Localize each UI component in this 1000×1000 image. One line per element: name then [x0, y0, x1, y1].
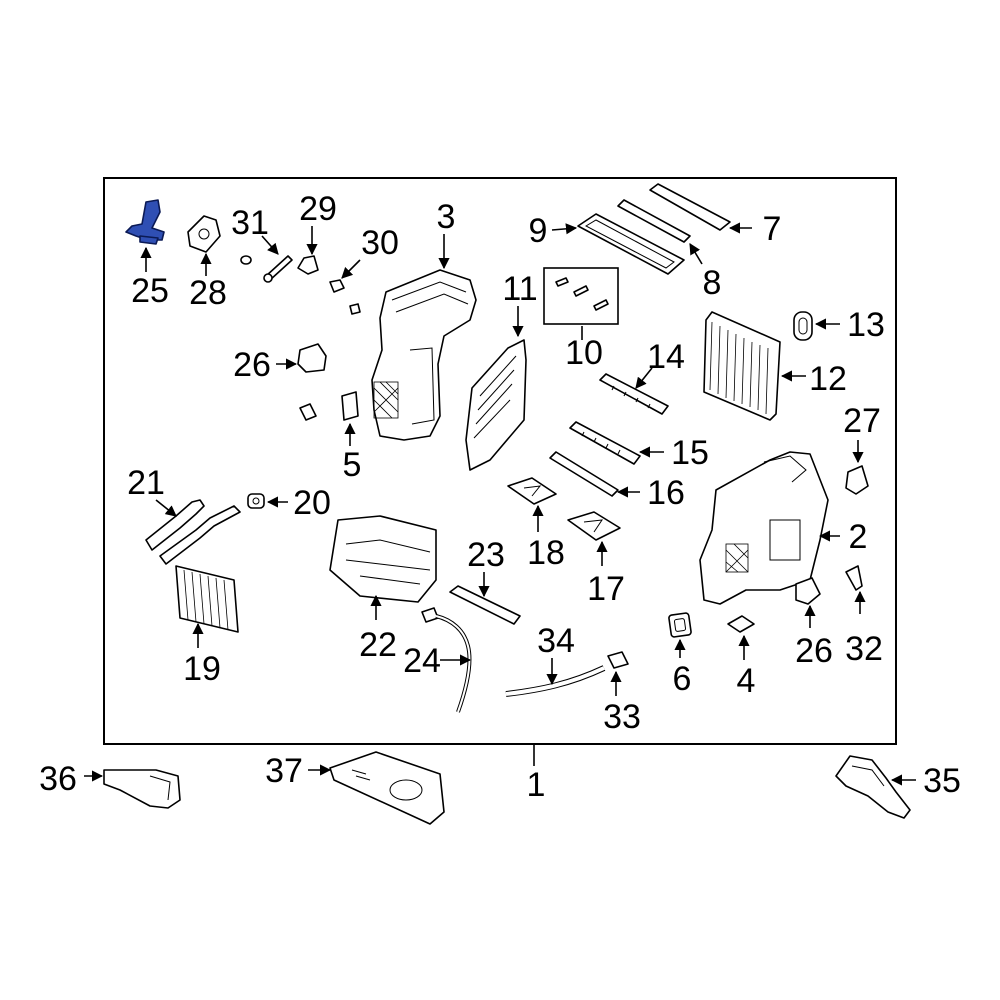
part-35[interactable] — [835, 755, 911, 819]
callout-19: 19 — [183, 650, 221, 688]
callout-35: 35 — [923, 762, 961, 800]
callout-10: 10 — [565, 334, 603, 372]
callout-32: 32 — [845, 630, 883, 668]
callout-29: 29 — [299, 190, 337, 228]
part-30[interactable] — [329, 279, 361, 315]
part-6[interactable] — [668, 612, 692, 638]
callout-31: 31 — [231, 204, 269, 242]
callout-26-lower: 26 — [795, 632, 833, 670]
part-29[interactable] — [297, 255, 319, 275]
part-8[interactable] — [617, 199, 691, 243]
callout-15: 15 — [671, 434, 709, 472]
callout-27: 27 — [843, 402, 881, 440]
callout-16: 16 — [647, 474, 685, 512]
part-9[interactable] — [577, 213, 685, 275]
assembly-frame — [103, 177, 897, 745]
callout-18: 18 — [527, 534, 565, 572]
part-20[interactable] — [247, 493, 265, 509]
callout-20: 20 — [293, 484, 331, 522]
part-26-upper[interactable] — [297, 343, 327, 373]
part-21[interactable] — [145, 499, 241, 565]
callout-12: 12 — [809, 360, 847, 398]
callout-13: 13 — [847, 306, 885, 344]
callout-8: 8 — [703, 264, 722, 302]
part-12[interactable] — [703, 311, 781, 421]
callout-34: 34 — [537, 622, 575, 660]
leader-8 — [689, 243, 703, 265]
callout-7: 7 — [763, 210, 782, 248]
part-27[interactable] — [845, 465, 869, 495]
callout-23: 23 — [467, 536, 505, 574]
leader-9 — [551, 223, 578, 235]
leader-14 — [635, 367, 653, 389]
callout-22: 22 — [359, 626, 397, 664]
part-3[interactable] — [371, 269, 477, 441]
callout-5: 5 — [343, 446, 362, 484]
part-2[interactable] — [699, 451, 829, 605]
callout-9: 9 — [529, 212, 548, 250]
callout-17: 17 — [587, 570, 625, 608]
callout-36: 36 — [39, 760, 77, 798]
part-28[interactable] — [187, 215, 221, 253]
callout-33: 33 — [603, 698, 641, 736]
part-11[interactable] — [465, 339, 527, 471]
callout-2: 2 — [849, 518, 868, 556]
callout-14: 14 — [647, 338, 685, 376]
part-15[interactable] — [569, 421, 641, 465]
part-5[interactable] — [299, 391, 359, 421]
part-34[interactable] — [505, 665, 606, 697]
part-22[interactable] — [329, 515, 437, 603]
callout-6: 6 — [673, 660, 692, 698]
part-19[interactable] — [175, 565, 239, 633]
part-31[interactable] — [240, 255, 293, 283]
leader-31 — [261, 235, 279, 255]
part-25-highlighted[interactable] — [125, 199, 165, 245]
callout-1: 1 — [527, 766, 546, 804]
part-32[interactable] — [845, 565, 863, 591]
callout-30: 30 — [361, 224, 399, 262]
leader-30 — [341, 259, 361, 279]
callout-25: 25 — [131, 272, 169, 310]
leader-21 — [155, 499, 177, 517]
part-4[interactable] — [727, 615, 755, 633]
part-33[interactable] — [607, 651, 629, 669]
callout-26-upper: 26 — [233, 346, 271, 384]
part-18[interactable] — [507, 477, 557, 505]
part-26-lower[interactable] — [795, 577, 821, 605]
part-14[interactable] — [599, 373, 669, 415]
part-10[interactable] — [543, 267, 619, 325]
part-37[interactable] — [329, 751, 445, 825]
part-13[interactable] — [793, 311, 813, 341]
callout-21: 21 — [127, 464, 165, 502]
callout-24: 24 — [403, 642, 441, 680]
part-7[interactable] — [649, 183, 731, 231]
callout-37: 37 — [265, 752, 303, 790]
callout-3: 3 — [437, 198, 456, 236]
part-36[interactable] — [103, 769, 181, 809]
part-16[interactable] — [549, 451, 619, 497]
callout-4: 4 — [737, 662, 756, 700]
callout-11: 11 — [502, 270, 537, 308]
part-24[interactable] — [421, 607, 472, 713]
part-23[interactable] — [449, 585, 521, 625]
part-17[interactable] — [567, 511, 621, 541]
callout-28: 28 — [189, 274, 227, 312]
